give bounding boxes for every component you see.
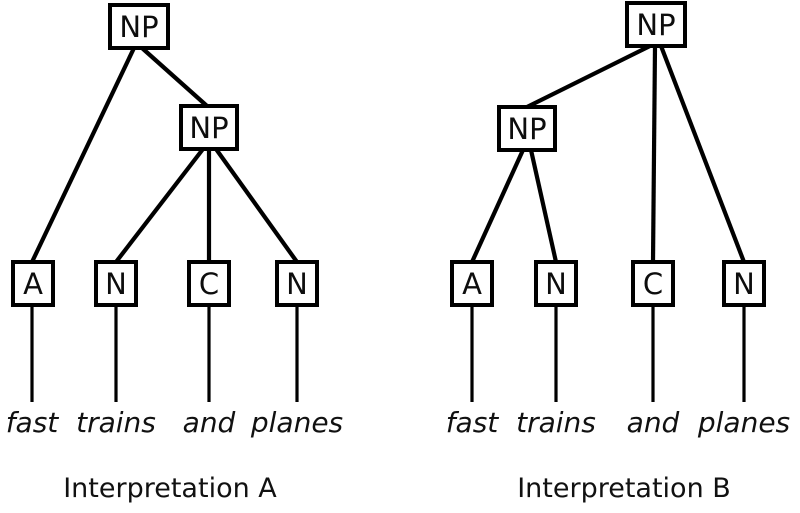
node-box-rect-b-pos-a (450, 260, 494, 307)
branch-edge-b-root-to-np (526, 44, 651, 109)
branch-edge-a-np-to-n2 (214, 147, 299, 264)
node-a-pos-c: C (187, 260, 231, 307)
node-box-rect-b-np-root (625, 1, 687, 48)
word-label-b-leaf-and: and (627, 406, 680, 439)
node-label-a-np-inner: NP (189, 111, 228, 145)
word-label-a-leaf-and: and (183, 406, 236, 439)
node-a-np-root: NP (108, 3, 170, 50)
node-b-np-inner: NP (497, 105, 557, 152)
word-label-a-leaf-trains: trains (76, 406, 156, 439)
node-label-a-pos-c: C (199, 267, 219, 301)
node-a-np-inner: NP (179, 104, 239, 151)
branch-edge-b-np-to-a (470, 149, 525, 263)
caption-interpretation-b: Interpretation B (517, 473, 731, 504)
node-b-np-root: NP (625, 1, 687, 48)
node-box-rect-b-pos-n2 (722, 260, 766, 307)
node-box-rect-a-np-root (108, 3, 170, 50)
node-b-pos-c: C (631, 260, 675, 307)
word-label-a-leaf-planes: planes (250, 406, 343, 439)
node-a-pos-n2: N (275, 260, 319, 307)
word-label-a-leaf-fast: fast (6, 406, 60, 439)
node-b-pos-n1: N (534, 260, 578, 307)
node-box-rect-a-pos-c (187, 260, 231, 307)
node-b-pos-n2: N (722, 260, 766, 307)
branch-edge-a-root-to-np (140, 46, 209, 108)
node-label-a-np-root: NP (119, 10, 158, 44)
node-label-a-pos-n2: N (286, 267, 308, 301)
branch-edge-b-root-to-c (650, 45, 658, 263)
node-a-pos-n1: N (94, 260, 138, 307)
node-label-b-pos-n1: N (545, 267, 567, 301)
node-label-a-pos-n1: N (105, 267, 127, 301)
branch-edge-b-root-to-n2 (659, 45, 746, 263)
node-label-b-np-inner: NP (507, 112, 546, 146)
node-label-b-np-root: NP (636, 8, 675, 42)
node-label-b-pos-a: A (462, 267, 482, 301)
node-label-b-pos-n2: N (733, 267, 755, 301)
node-label-a-pos-a: A (23, 267, 43, 301)
branch-edge-a-root-to-a (30, 47, 136, 263)
word-label-b-leaf-fast: fast (446, 406, 500, 439)
node-label-b-pos-c: C (643, 267, 663, 301)
node-b-pos-a: A (450, 260, 494, 307)
word-label-b-leaf-trains: trains (516, 406, 596, 439)
node-box-rect-a-pos-n1 (94, 260, 138, 307)
caption-interpretation-a: Interpretation A (63, 473, 277, 504)
node-box-rect-a-pos-n2 (275, 260, 319, 307)
node-box-rect-b-pos-n1 (534, 260, 578, 307)
branch-edge-a-np-to-n1 (114, 147, 205, 264)
node-box-rect-a-pos-a (11, 260, 55, 307)
branch-edge-b-np-to-n1 (528, 149, 559, 263)
node-a-pos-a: A (11, 260, 55, 307)
node-box-rect-b-np-inner (497, 105, 557, 152)
node-box-rect-b-pos-c (631, 260, 675, 307)
node-box-rect-a-np-inner (179, 104, 239, 151)
word-label-b-leaf-planes: planes (697, 406, 790, 439)
